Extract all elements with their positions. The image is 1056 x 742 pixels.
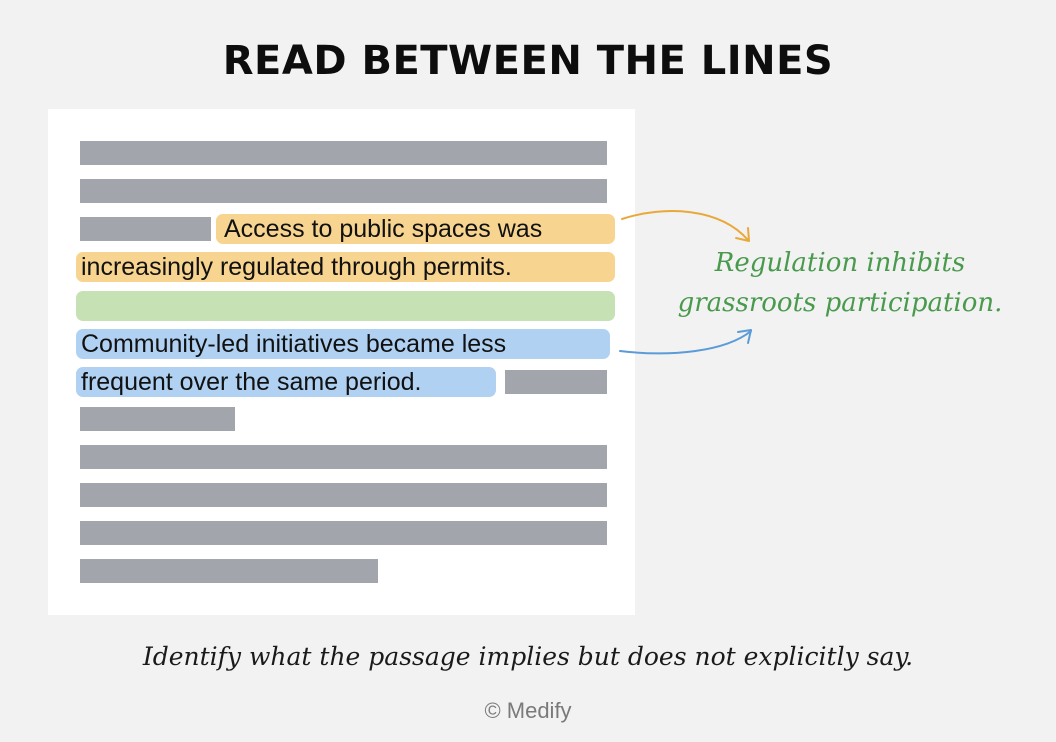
inference-text: Regulation inhibits grassroots participa… — [640, 243, 1040, 323]
highlight-blue — [76, 367, 496, 397]
highlighted-sentence-line: Community-led initiatives became less — [81, 330, 507, 358]
yellow-arrow-icon — [621, 210, 750, 242]
text-placeholder-bar — [80, 217, 211, 241]
highlight-yellow — [76, 252, 615, 282]
text-placeholder-bar — [80, 179, 607, 203]
inference-line: Regulation inhibits — [714, 248, 966, 278]
text-placeholder-bar — [80, 445, 607, 469]
inference-line: grassroots participation. — [677, 288, 1003, 318]
highlighted-sentence-line: Access to public spaces was — [224, 215, 543, 243]
text-placeholder-bar — [80, 407, 235, 431]
page-title: READ BETWEEN THE LINES — [222, 38, 834, 84]
highlighted-sentence-line: increasingly regulated through permits. — [81, 253, 512, 281]
text-placeholder-bar — [80, 559, 378, 583]
blue-arrow-icon — [619, 329, 752, 355]
text-placeholder-bar — [80, 141, 607, 165]
copyright-credit: © Medify — [484, 698, 572, 723]
passage-card: Access to public spaces was increasingly… — [48, 109, 635, 615]
highlight-yellow — [216, 214, 615, 244]
instruction-caption: Identify what the passage implies but do… — [142, 642, 914, 671]
text-placeholder-bar — [80, 521, 607, 545]
text-placeholder-bar — [505, 370, 607, 394]
text-placeholder-bar — [80, 483, 607, 507]
highlight-blue — [76, 329, 610, 359]
highlighted-sentence-line: frequent over the same period. — [81, 368, 422, 396]
highlight-green-gap — [76, 291, 615, 321]
